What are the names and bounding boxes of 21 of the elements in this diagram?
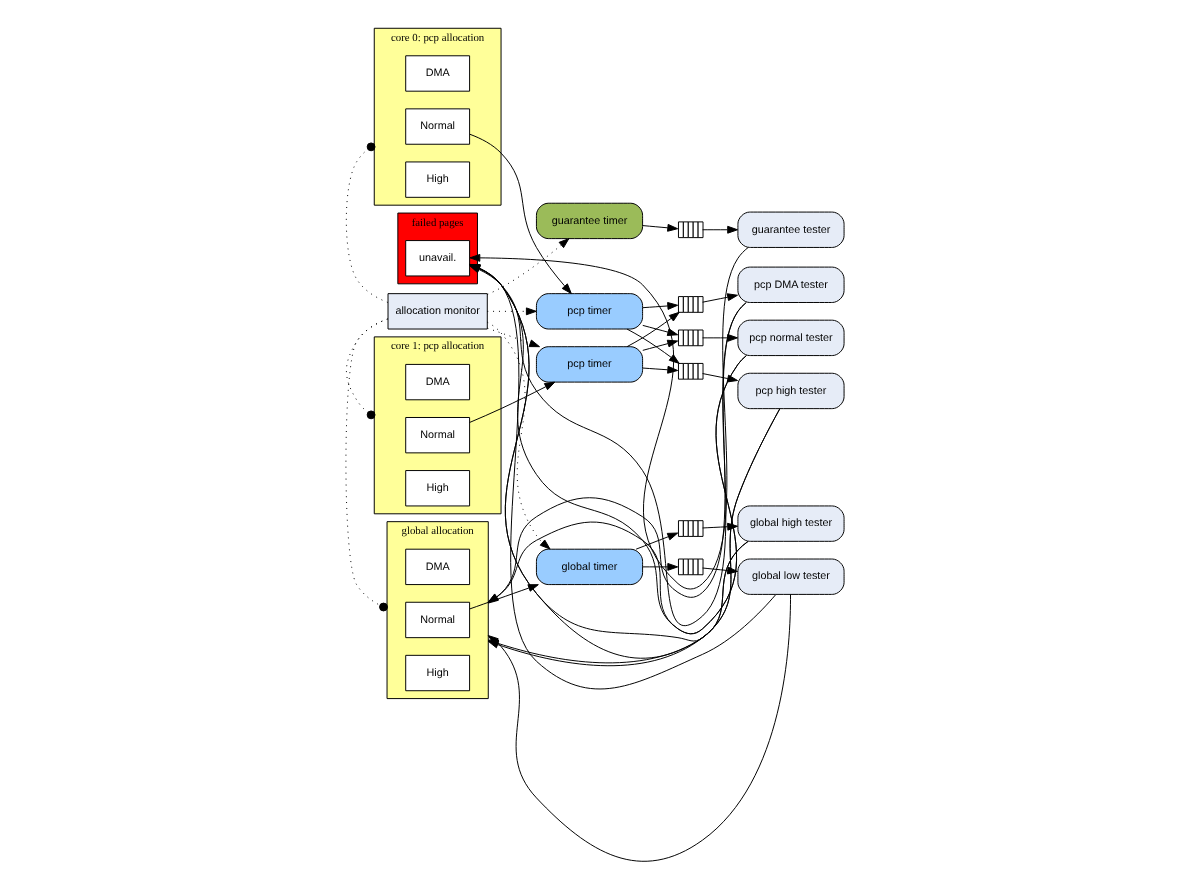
arrow bbox=[702, 293, 738, 303]
arrow bbox=[469, 584, 539, 610]
arrow bbox=[642, 339, 679, 351]
arrow bbox=[635, 532, 679, 550]
arrow bbox=[702, 373, 738, 383]
arrow bbox=[642, 302, 679, 310]
arrow bbox=[469, 381, 556, 423]
arrow bbox=[626, 328, 680, 364]
arrow bbox=[486, 321, 551, 550]
arrow bbox=[702, 333, 738, 342]
connector bbox=[345, 318, 389, 612]
connector bbox=[345, 142, 389, 303]
arrow bbox=[702, 225, 738, 234]
arrow bbox=[486, 307, 537, 316]
arrow bbox=[486, 238, 570, 296]
arrow bbox=[642, 324, 679, 336]
arrow bbox=[486, 327, 540, 348]
arrow bbox=[642, 223, 679, 232]
arrow bbox=[642, 365, 679, 374]
arrow bbox=[626, 311, 680, 348]
arrow bbox=[642, 562, 679, 571]
